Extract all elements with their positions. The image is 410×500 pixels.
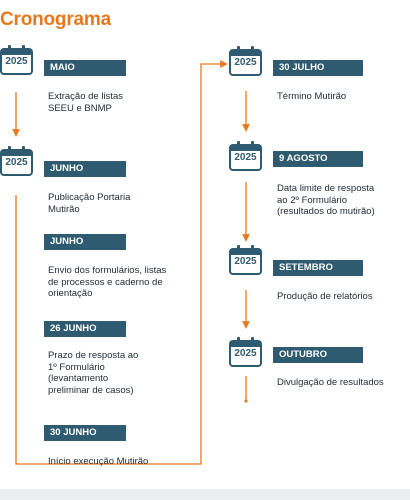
milestone-label: MAIO — [44, 60, 126, 76]
calendar-icon: 2025 — [0, 146, 33, 176]
calendar-year: 2025 — [234, 152, 257, 163]
description-line: Término Mutirão — [277, 91, 347, 102]
milestone-description: Divulgação de resultados — [277, 377, 384, 389]
description-line: 1º Formulário — [48, 361, 105, 373]
milestone-label: JUNHO — [44, 234, 126, 250]
page-title: Cronograma — [0, 9, 111, 30]
milestone-label: 26 JUNHO — [44, 321, 126, 337]
description-line: Início execução Mutirão — [48, 456, 149, 467]
description-line: preliminar de casos) — [48, 384, 134, 396]
description-line: Prazo de resposta ao — [48, 350, 139, 361]
milestone-description: Envio dos formulários, listas de process… — [48, 265, 166, 300]
calendar-year: 2025 — [234, 256, 257, 267]
description-line: (resultados do mutirão) — [277, 206, 375, 217]
description-line: de processos e caderno de — [48, 276, 163, 288]
milestone-label: SETEMBRO — [273, 260, 363, 276]
milestone-description: Início execução Mutirão — [48, 456, 148, 468]
milestone-label: 30 JUNHO — [44, 425, 126, 441]
calendar-year: 2025 — [5, 157, 28, 168]
description-line: Divulgação de resultados — [277, 377, 384, 388]
calendar-icon: 2025 — [0, 45, 33, 75]
milestone-description: Data limite de resposta ao 2º Formulário… — [277, 183, 375, 218]
milestone-label: 9 AGOSTO — [273, 151, 363, 167]
calendar-icon: 2025 — [229, 141, 262, 171]
description-line: ao 2º Formulário — [277, 194, 347, 206]
calendar-year: 2025 — [234, 57, 257, 68]
description-line: SEEU e BNMP — [48, 102, 112, 114]
milestone-description: Término Mutirão — [277, 91, 346, 103]
milestone-label: JUNHO — [44, 161, 126, 177]
connector-end-dot — [244, 399, 248, 403]
calendar-icon: 2025 — [229, 337, 262, 367]
milestone-description: Produção de relatórios — [277, 291, 373, 303]
calendar-year: 2025 — [5, 56, 28, 67]
connector-long-path — [15, 60, 228, 465]
milestone-description: Publicação Portaria Mutirão — [48, 192, 130, 215]
milestone-label: 30 JULHO — [273, 60, 363, 76]
description-line: Produção de relatórios — [277, 291, 373, 302]
description-line: Publicação Portaria — [48, 192, 131, 203]
description-line: Extração de listas — [48, 91, 123, 102]
calendar-year: 2025 — [234, 348, 257, 359]
milestone-description: Extração de listas SEEU e BNMP — [48, 91, 123, 114]
description-line: Envio dos formulários, listas — [48, 265, 167, 276]
milestone-description: Prazo de resposta ao 1º Formulário (leva… — [48, 350, 138, 396]
description-line: Data limite de resposta — [277, 183, 375, 194]
description-line: (levantamento — [48, 373, 109, 384]
description-line: Mutirão — [48, 203, 80, 215]
calendar-icon: 2025 — [229, 245, 262, 275]
description-line: orientação — [48, 288, 93, 299]
bottom-bar — [0, 489, 410, 500]
calendar-icon: 2025 — [229, 46, 262, 76]
milestone-label: OUTUBRO — [273, 347, 363, 363]
